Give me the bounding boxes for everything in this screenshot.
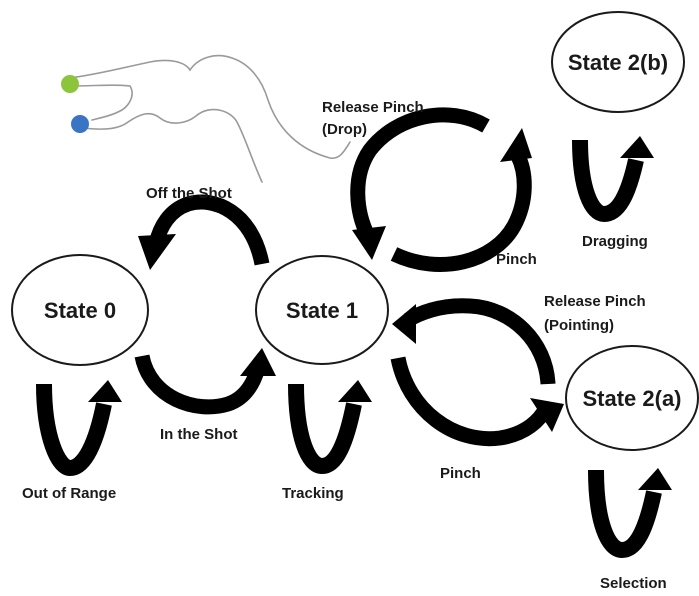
state-2a: State 2(a) <box>565 345 699 451</box>
state-2a-label: State 2(a) <box>582 386 681 411</box>
tracking-label: Tracking <box>282 485 344 502</box>
pinch-to-dragging-label: Pinch <box>496 251 537 268</box>
green-fingertip-marker <box>61 75 79 93</box>
release-pinch-pointing-label-1: Release Pinch <box>544 293 646 310</box>
self-loop-out-of-range <box>36 380 122 477</box>
arrow-off-the-shot <box>138 194 270 270</box>
release-pinch-drop-label-1: Release Pinch <box>322 99 424 116</box>
self-loop-selection <box>588 468 672 559</box>
release-pinch-drop-label-2: (Drop) <box>322 121 367 138</box>
release-pinch-pointing-label-2: (Pointing) <box>544 317 614 334</box>
blue-fingertip-marker <box>71 115 89 133</box>
arrow-release-pinch-pointing <box>392 298 556 385</box>
pinch-to-selection-label: Pinch <box>440 465 481 482</box>
hand-outline <box>69 54 351 183</box>
state-2b-label: State 2(b) <box>568 50 668 75</box>
state-0-ellipse <box>11 254 149 366</box>
self-loop-tracking <box>288 380 372 475</box>
state-2a-ellipse <box>565 345 699 451</box>
state-1: State 1 <box>255 255 389 365</box>
state-0: State 0 <box>11 254 149 366</box>
arrow-release-pinch-drop <box>350 107 490 260</box>
state-0-label: State 0 <box>44 298 116 323</box>
dragging-label: Dragging <box>582 233 648 250</box>
state-2b-ellipse <box>551 11 685 113</box>
in-the-shot-label: In the Shot <box>160 426 238 443</box>
off-the-shot-label: Off the Shot <box>146 185 232 202</box>
state-1-label: State 1 <box>286 298 358 323</box>
arrow-pinch-to-dragging <box>390 128 532 272</box>
arrow-in-the-shot <box>134 348 276 415</box>
pinch-hand-illustration <box>61 54 351 183</box>
self-loop-dragging <box>572 136 654 223</box>
selection-label: Selection <box>600 575 667 592</box>
out-of-range-label: Out of Range <box>22 485 116 502</box>
state-2b: State 2(b) <box>551 11 685 113</box>
arrow-pinch-to-selection <box>390 356 564 447</box>
state-1-ellipse <box>255 255 389 365</box>
